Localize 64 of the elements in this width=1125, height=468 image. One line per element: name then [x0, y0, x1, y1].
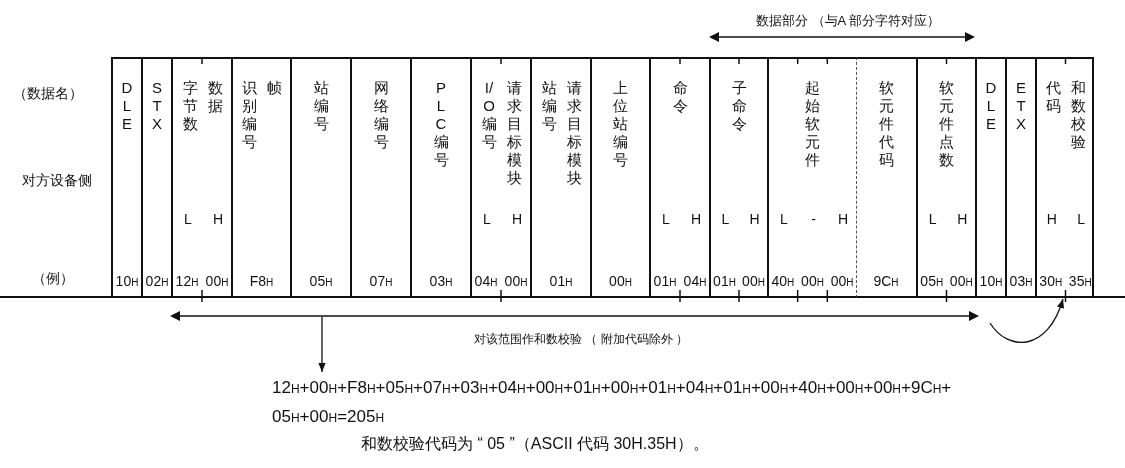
field-column	[350, 57, 410, 298]
field-column	[767, 57, 856, 298]
byte-order-label: L	[661, 211, 671, 227]
field-column	[410, 57, 470, 298]
byte-order-label: L	[720, 211, 731, 227]
field-column	[470, 57, 530, 298]
field-column	[231, 57, 290, 298]
field-name: 请求目标模块	[506, 79, 523, 187]
byte-order-label: H	[956, 211, 969, 227]
field-column	[290, 57, 350, 298]
byte-order-label: H	[510, 211, 524, 227]
field-name: ETX	[1015, 79, 1027, 133]
byte-order-label: L	[927, 211, 938, 227]
field-column	[916, 57, 975, 298]
field-name: DLE	[984, 79, 998, 133]
byte-order-label: L	[183, 211, 193, 227]
field-column	[171, 57, 231, 298]
field-name: 命令	[672, 79, 688, 115]
section-title: 数据部分 （与A 部分字符对应）	[756, 12, 941, 30]
field-column	[141, 57, 171, 298]
field-name: 帧	[266, 79, 283, 97]
byte-order-label: -	[810, 211, 817, 227]
field-column	[975, 57, 1005, 298]
byte-order-label: H	[837, 211, 850, 227]
field-name: 子命令	[731, 79, 747, 133]
row-label: （数据名）	[13, 85, 83, 103]
field-name: 和数校验	[1070, 79, 1087, 151]
field-column	[530, 57, 590, 298]
field-name: PLC编号	[433, 79, 449, 169]
field-column	[649, 57, 709, 298]
field-name: DLE	[120, 79, 134, 133]
field-name: I/O编号	[481, 79, 497, 151]
arrow	[989, 298, 1064, 344]
field-column	[1005, 57, 1035, 298]
note-text: 和数校验代码为 “ 05 ”（ASCII 代码 30H.35H）。	[361, 434, 709, 454]
row-label: （例）	[32, 270, 74, 288]
field-column	[111, 57, 141, 298]
field-column	[709, 57, 767, 298]
field-name: 识别编号	[241, 79, 258, 151]
field-name: 站编号	[541, 79, 557, 133]
byte-order-label: L	[778, 211, 789, 227]
byte-order-label: H	[689, 211, 703, 227]
field-name: 站编号	[313, 79, 329, 133]
field-name: 起始软元件	[804, 79, 821, 169]
field-name: 代码	[1045, 79, 1062, 115]
row-label: 对方设备侧	[22, 172, 92, 190]
field-name: 软元件点数	[938, 79, 955, 169]
field-name: 软元件代码	[878, 79, 894, 169]
range-note: 对该范围作和数校验 （ 附加代码除外 ）	[474, 331, 688, 348]
field-name: 数据	[207, 79, 224, 115]
field-name: 请求目标模块	[566, 79, 583, 187]
byte-order-label: H	[1045, 211, 1058, 227]
byte-order-label: H	[211, 211, 225, 227]
field-name: 上位站编号	[612, 79, 629, 169]
field-name: 字节数	[182, 79, 198, 133]
field-name: STX	[151, 79, 163, 133]
byte-order-label: L	[1076, 211, 1087, 227]
field-name: 网络编号	[373, 79, 389, 151]
byte-order-label: H	[748, 211, 761, 227]
byte-order-label: L	[482, 211, 492, 227]
field-column	[1035, 57, 1094, 298]
field-column	[856, 57, 916, 298]
field-column	[590, 57, 649, 298]
arrow	[318, 316, 326, 373]
